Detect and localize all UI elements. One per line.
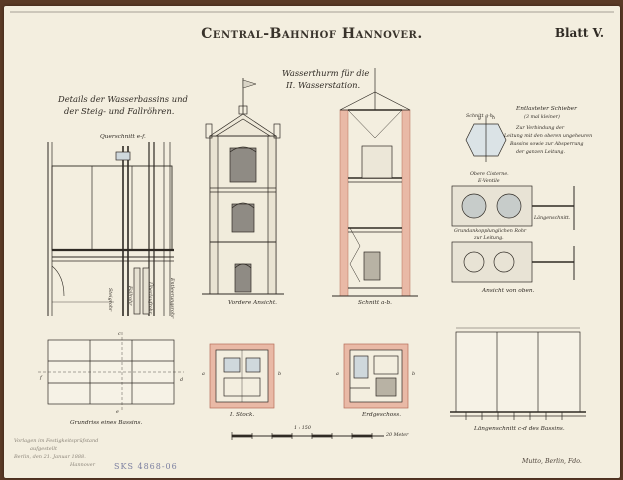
subtitle-line-2: II. Wasserstation. — [286, 80, 361, 90]
sheet-number: Blatt V. — [554, 26, 604, 40]
caption-obere-cisterne: Obere Cisterne. — [470, 172, 509, 177]
label-fallrohr: Fallrohr — [127, 286, 132, 306]
caption-schieber: Entlasteter Schieber — [516, 106, 577, 112]
scale-label: 1 : 150 — [294, 426, 311, 431]
schieber-note-4: der ganzen Leitung. — [516, 150, 565, 155]
caption-querschnitt: Querschnitt e-f. — [100, 134, 146, 140]
schieber-note-2: Leitung mit den oberen ungeheuren — [504, 134, 593, 139]
detail-title-line-1: Details der Wasserbassins und — [58, 94, 188, 104]
archive-stamp: SKS 4868-06 — [114, 462, 178, 471]
caption-anschluss: Grundankopplunglichen Rohr — [454, 229, 527, 234]
caption-ansicht-oben: Ansicht von oben. — [482, 288, 535, 294]
valve-details — [451, 118, 575, 283]
caption-schieber-scale: (3 mal kleiner) — [524, 115, 560, 120]
ground-floor-plan — [343, 343, 409, 409]
label-ueberlaufrohr: Überlaufrohr — [147, 282, 152, 315]
caption-schnitt-ab: Schnitt a-b. — [358, 300, 393, 306]
first-floor-plan — [209, 343, 275, 409]
letter-a-2: a — [336, 372, 339, 377]
schieber-note-1: Zur Verbindung der — [516, 126, 565, 131]
pencil-note-1: Vorlagen im Festigkeitsprüfstand — [14, 438, 99, 444]
scale-unit: 20 Meter — [386, 433, 409, 438]
caption-schnitt-gh: Schnitt g-h. — [466, 114, 495, 119]
letter-c: c — [118, 332, 121, 337]
caption-erdgeschoss: Erdgeschoss. — [362, 412, 402, 418]
cross-section-ef — [47, 142, 174, 316]
letter-a-1: a — [202, 372, 205, 377]
caption-laengenschnitt-bassin: Längenschnitt c-d des Bassins. — [474, 426, 565, 432]
letter-d: d — [180, 378, 184, 383]
scale-bar — [231, 432, 384, 440]
drawing-sheet: Central-Bahnhof Hannover. Blatt V. Wasse… — [4, 6, 620, 478]
technical-drawing — [10, 11, 614, 440]
letter-b-2: b — [412, 372, 416, 377]
letter-h: h — [492, 116, 496, 121]
label-entleerung: Entleerungsrohr — [169, 278, 174, 319]
caption-stock: I. Stock. — [230, 412, 255, 418]
caption-grundriss-bassin: Grundriss eines Bassins. — [70, 420, 143, 426]
caption-ventile: E-Ventile — [478, 179, 500, 184]
caption-vordere-ansicht: Vordere Ansicht. — [228, 300, 278, 306]
pencil-note-2: aufgestellt — [30, 446, 57, 452]
signature: Mutto, Berlin, Fdo. — [522, 458, 582, 465]
pencil-note-4: Hannover — [70, 462, 95, 468]
schieber-note-3: Bassins sowie zur Absperrung — [510, 142, 584, 147]
letter-b-1: b — [278, 372, 282, 377]
detail-title-line-2: der Steig- und Fallröhren. — [64, 106, 175, 116]
letter-f: f — [40, 376, 42, 381]
letter-e: e — [116, 410, 119, 415]
label-steigrohr: Steigrohr — [107, 288, 112, 312]
section-ab — [332, 68, 418, 297]
basin-plan — [38, 332, 184, 412]
tower-front-view — [202, 78, 284, 295]
caption-laengenschnitt: Längenschnitt. — [534, 216, 571, 221]
sheet-title: Central-Bahnhof Hannover. — [201, 26, 423, 42]
caption-anschluss-2: zur Leitung. — [474, 236, 504, 241]
letter-g: g — [478, 116, 482, 121]
pencil-note-3: Berlin, den 21. Januar 1888. — [14, 454, 86, 460]
subtitle-line-1: Wasserthurm für die — [282, 68, 370, 78]
basin-longitudinal-section — [450, 327, 586, 420]
